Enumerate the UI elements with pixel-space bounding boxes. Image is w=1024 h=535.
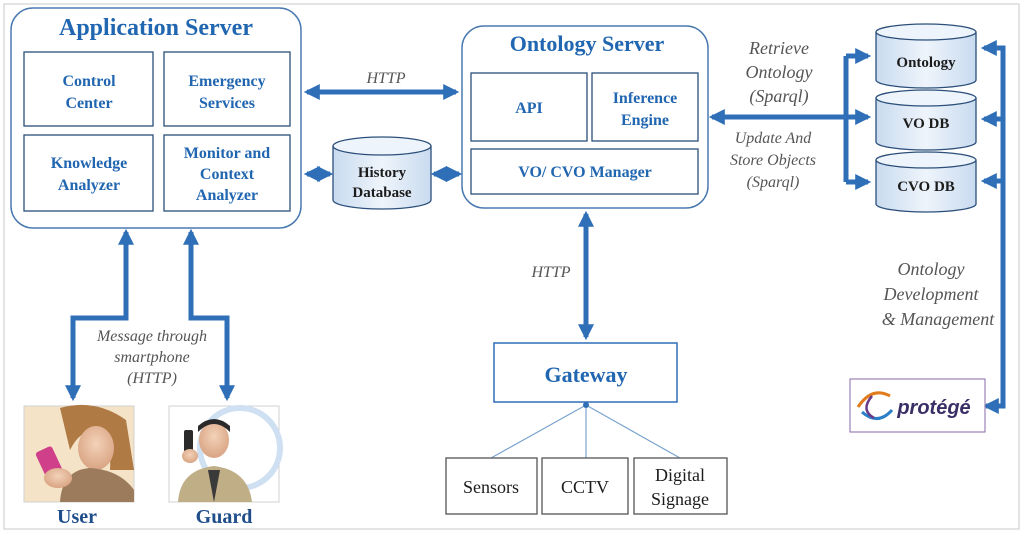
control-center-line2: Center (65, 95, 112, 112)
application-server: Application Server Control Center Emerge… (10, 7, 302, 229)
guard-photo (168, 405, 283, 503)
svg-text:Ontology: Ontology (898, 259, 965, 279)
message-smartphone-label: Message through smartphone (HTTP) (96, 328, 207, 387)
user-photo (23, 404, 135, 503)
monitor-line1: Monitor and (184, 145, 270, 162)
sensors-label: Sensors (463, 477, 519, 497)
knowledge-analyzer-line2: Analyzer (58, 177, 120, 194)
gateway-label: Gateway (544, 362, 627, 387)
svg-text:Retrieve: Retrieve (748, 38, 809, 58)
control-center-box: Control Center (23, 51, 154, 127)
gateway-links (490, 404, 681, 459)
cvo-database: CVO DB (875, 151, 977, 213)
svg-text:Development: Development (883, 284, 980, 304)
connection-arrows (64, 39, 1006, 415)
cctv-box: CCTV (541, 457, 629, 515)
user-arrow (64, 228, 135, 402)
digital-signage-box: Digital Signage (633, 457, 728, 515)
sensors-box: Sensors (445, 457, 538, 515)
protege-arrow (980, 39, 1006, 415)
svg-text:smartphone: smartphone (114, 349, 190, 366)
user-label: User (57, 506, 97, 528)
monitor-line3: Analyzer (196, 187, 258, 204)
vo-cvo-manager-box: VO/ CVO Manager (470, 148, 699, 195)
svg-text:& Management: & Management (882, 309, 995, 329)
monitor-line2: Context (200, 166, 255, 183)
guard-label: Guard (196, 506, 253, 528)
gateway-box: Gateway (493, 342, 678, 403)
vo-database: VO DB (875, 89, 977, 151)
cctv-label: CCTV (561, 477, 609, 497)
ontology-dev-mgmt-label: Ontology Development & Management (882, 259, 995, 329)
svg-text:Ontology: Ontology (746, 62, 813, 82)
retrieve-ontology-label: Retrieve Ontology (Sparql) (746, 38, 813, 107)
update-store-label: Update And Store Objects (Sparql) (730, 130, 816, 191)
protege-logo: protégé (849, 378, 986, 433)
emergency-services-line2: Services (199, 95, 255, 112)
outer-frame (3, 3, 1020, 530)
api-label: API (515, 100, 543, 117)
guard-arrow (182, 228, 236, 402)
svg-text:(HTTP): (HTTP) (127, 370, 177, 387)
protege-text: protégé (896, 397, 970, 419)
http-label-gateway: HTTP (530, 264, 570, 281)
digital-signage-line1: Digital (655, 465, 705, 485)
gateway-hub-icon (583, 402, 589, 408)
http-label-top: HTTP (365, 70, 405, 87)
inference-engine-box: Inference Engine (591, 72, 699, 142)
ontology-server: Ontology Server API Inference Engine VO/… (461, 25, 709, 209)
application-server-title: Application Server (59, 15, 253, 41)
history-database: History Database (332, 136, 432, 210)
cvo-db-label: CVO DB (897, 179, 955, 195)
monitor-context-analyzer-box: Monitor and Context Analyzer (163, 134, 291, 212)
ontology-database: Ontology (875, 23, 977, 89)
svg-text:(Sparql): (Sparql) (747, 174, 800, 191)
ontology-db-label: Ontology (896, 55, 956, 71)
emergency-services-box: Emergency Services (163, 51, 291, 127)
vo-db-label: VO DB (903, 116, 950, 132)
api-box: API (470, 72, 588, 142)
ontology-server-title: Ontology Server (510, 31, 665, 56)
emergency-services-line1: Emergency (188, 73, 265, 90)
digital-signage-line2: Signage (651, 489, 709, 509)
knowledge-analyzer-line1: Knowledge (51, 155, 127, 172)
inference-line2: Engine (621, 112, 669, 129)
knowledge-analyzer-box: Knowledge Analyzer (23, 134, 154, 212)
vo-cvo-manager-label: VO/ CVO Manager (518, 164, 652, 181)
svg-text:Update And: Update And (735, 130, 813, 147)
inference-line1: Inference (613, 90, 678, 107)
history-db-line2: Database (352, 185, 412, 201)
svg-text:(Sparql): (Sparql) (749, 86, 808, 107)
svg-text:Message through: Message through (96, 328, 207, 345)
protege-swirl-icon (856, 391, 894, 420)
svg-text:Store Objects: Store Objects (730, 152, 816, 169)
history-db-line1: History (358, 165, 407, 181)
control-center-line1: Control (62, 73, 116, 90)
